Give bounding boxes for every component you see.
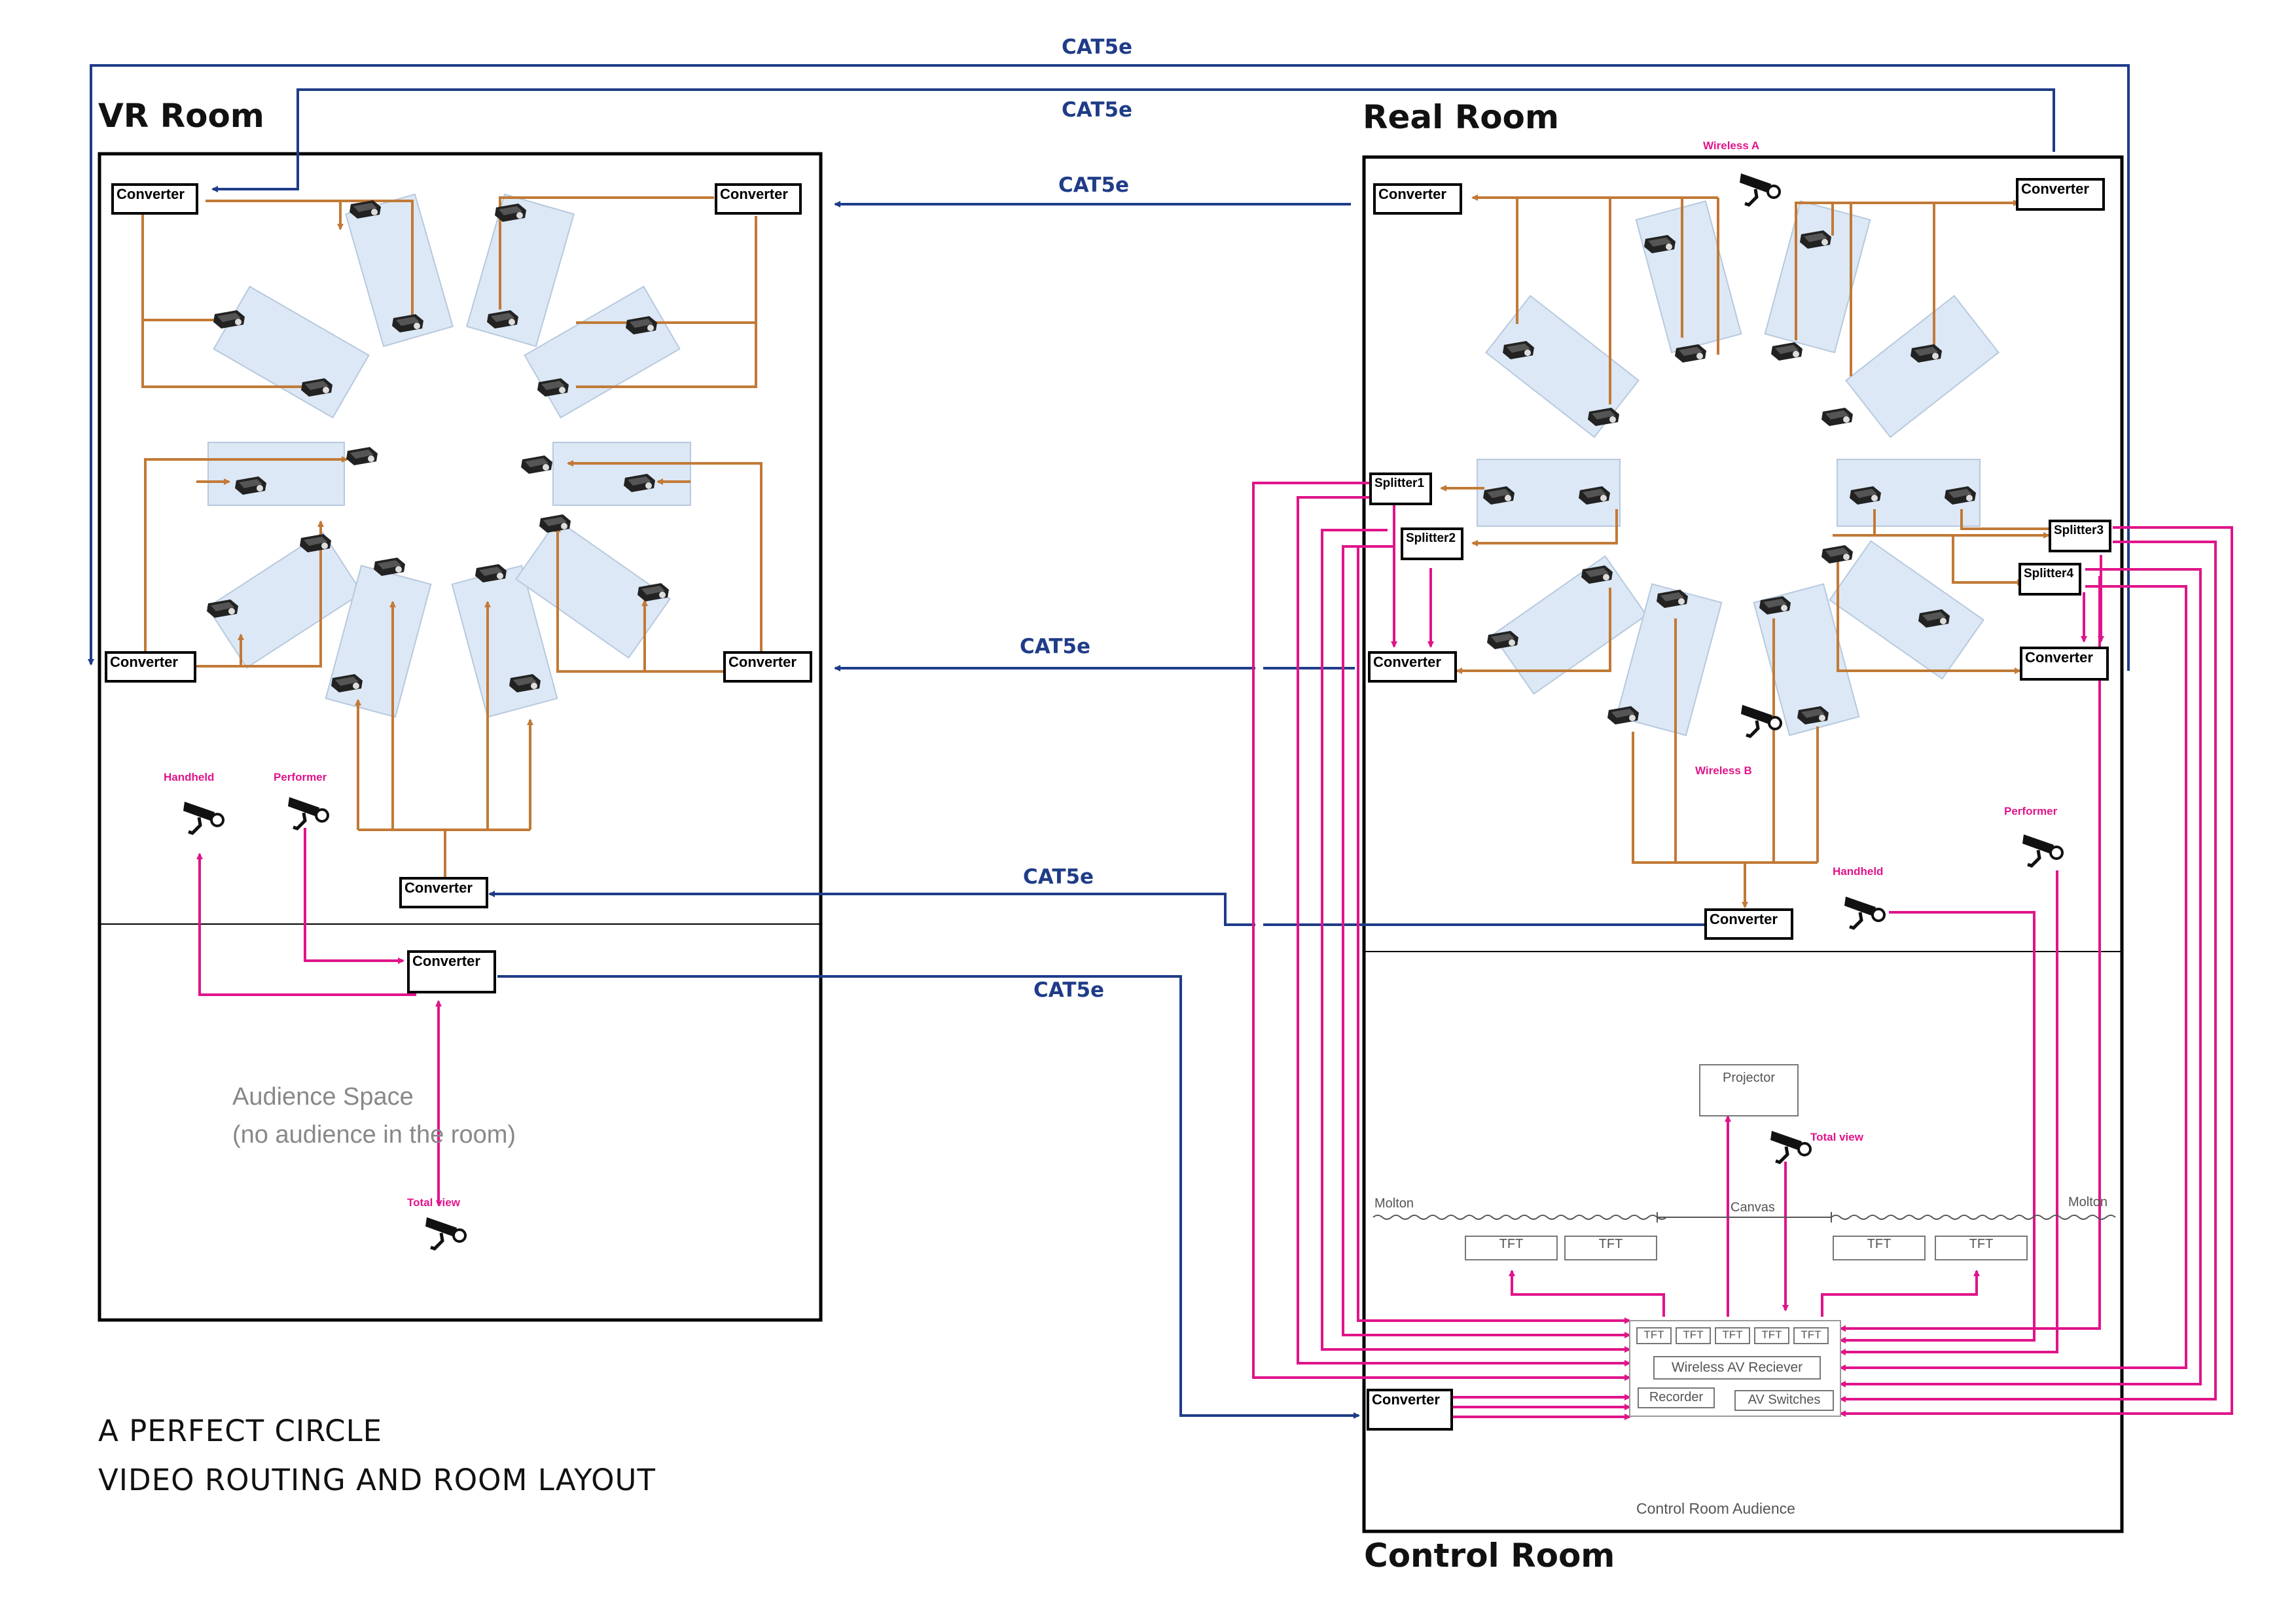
diagram-subtitle: VIDEO ROUTING AND ROOM LAYOUT [98,1463,656,1497]
vr-room-title: VR Room [98,97,264,135]
room-boundaries [98,152,2124,1533]
cable-label: CAT5e [1062,98,1133,122]
control-room-audience-label: Control Room Audience [1636,1500,1795,1517]
audience-space-label: Audience Space [232,1083,414,1111]
camera-label-wireless-a: Wireless A [1703,139,1760,152]
camera-label-performer: Performer [2004,805,2058,817]
control-room-title: Control Room [1364,1537,1615,1575]
network-cables [88,64,2130,1419]
converter-box: Converter [407,950,496,993]
molton-label: Molton [2068,1195,2108,1209]
converter-box: Converter [111,183,198,215]
cable-label: CAT5e [1020,635,1091,658]
camera-icon [183,802,223,833]
camera-icon [1844,897,1884,928]
converter-box: Converter [105,651,196,683]
converter-box: Converter [1367,1389,1453,1431]
splitter3-box: Splitter3 [2049,520,2111,552]
cable-label: CAT5e [1033,978,1105,1002]
projector-icon [1771,342,1803,361]
tft-monitor: TFT [1564,1236,1657,1260]
diagram-title: A PERFECT CIRCLE [98,1414,383,1448]
converter-box: Converter [715,183,802,215]
converter-box: Converter [1368,651,1457,683]
video-cables [141,194,2050,908]
converter-box: Converter [2016,178,2105,211]
camera-icon [1770,1131,1810,1162]
projector-icon [1821,545,1853,563]
projection-screens [206,193,2000,736]
projector-box: Projector [1699,1064,1799,1116]
camera-icon [2022,834,2062,866]
projector-icon [374,558,405,576]
audience-space-note: (no audience in the room) [232,1121,516,1149]
tft-monitor: TFT [1465,1236,1558,1260]
camera-label-handheld: Handheld [1833,865,1884,878]
projector-icon [1821,408,1853,426]
cable-label: CAT5e [1058,173,1130,197]
rack-tft: TFT [1754,1327,1789,1344]
camera-label-handheld: Handheld [164,771,215,783]
rack-tft: TFT [1793,1327,1829,1344]
cable-gaps [1255,666,1263,927]
splitter4-box: Splitter4 [2018,563,2081,596]
av-switches: AV Switches [1734,1390,1834,1411]
rack-tft: TFT [1715,1327,1750,1344]
converter-box: Converter [399,877,488,908]
camera-label-wireless-b: Wireless B [1695,764,1752,777]
cable-label: CAT5e [1023,865,1094,889]
rack-tft: TFT [1676,1327,1711,1344]
camera-label-total-view: Total view [407,1196,460,1209]
wireless-av-receiver: Wireless AV Reciever [1653,1356,1821,1380]
splitter2-box: Splitter2 [1401,527,1463,560]
projector-icon [521,455,552,474]
converter-box: Converter [723,651,812,683]
camera-icon [1740,173,1780,205]
splitter1-box: Splitter1 [1369,473,1432,505]
molton-label: Molton [1374,1196,1414,1211]
cable-label: CAT5e [1062,35,1133,59]
converter-box: Converter [1704,908,1793,940]
recorder: Recorder [1638,1387,1715,1408]
projector-icon [346,447,378,465]
camera-label-total-view: Total view [1810,1131,1863,1143]
camera-label-performer: Performer [274,771,327,783]
converter-box: Converter [2020,647,2109,681]
converter-box: Converter [1373,183,1462,215]
canvas-label: Canvas [1731,1200,1775,1215]
camera-icon [425,1217,465,1249]
tft-monitor: TFT [1935,1236,2028,1260]
rack-tft: TFT [1636,1327,1672,1344]
molton-curtains [1372,1212,2116,1222]
av-cables [196,482,2233,1420]
tft-monitor: TFT [1833,1236,1926,1260]
camera-icon [288,797,328,829]
real-room-title: Real Room [1363,98,1559,136]
